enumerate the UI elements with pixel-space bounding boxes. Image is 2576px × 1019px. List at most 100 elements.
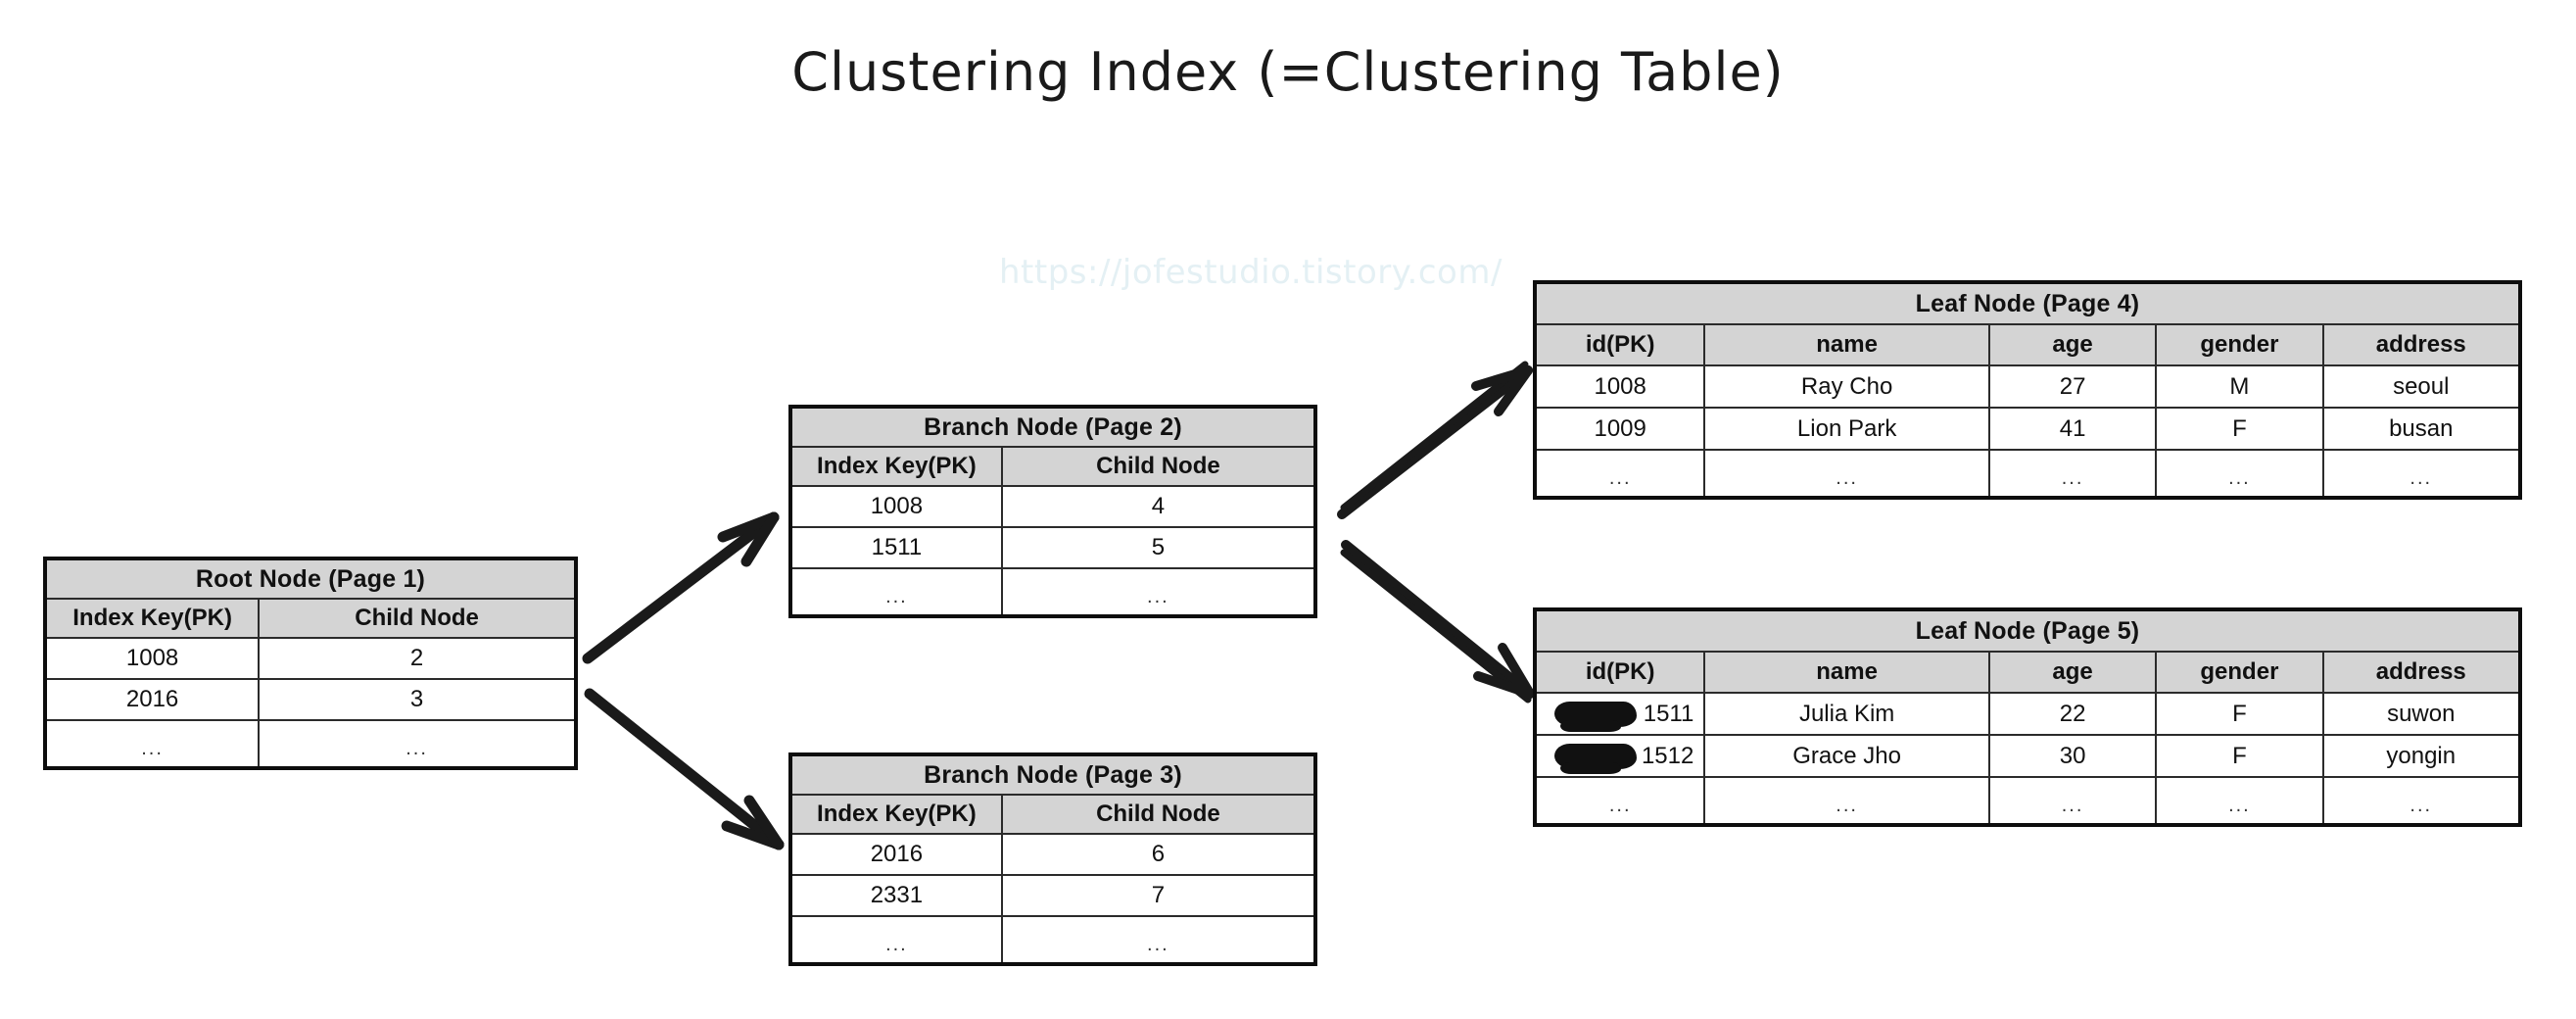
table-row: 1511 5 <box>792 528 1313 569</box>
branch-node-3-header-row: Index Key(PK) Child Node <box>792 796 1313 835</box>
leaf-node-5-table: Leaf Node (Page 5) id(PK) name age gende… <box>1533 607 2522 827</box>
branch-node-2-table: Branch Node (Page 2) Index Key(PK) Child… <box>788 405 1317 618</box>
column-header-address: address <box>2321 653 2518 692</box>
leaf-node-4-header-row: id(PK) name age gender address <box>1537 325 2518 366</box>
branch-node-2-header-row: Index Key(PK) Child Node <box>792 448 1313 487</box>
leaf-node-5-title: Leaf Node (Page 5) <box>1537 611 2518 653</box>
cell-child-node: 6 <box>1000 835 1313 874</box>
column-header-child-node: Child Node <box>1000 796 1313 833</box>
column-header-id: id(PK) <box>1585 658 1655 685</box>
cell-index-key: 1008 <box>125 645 179 671</box>
branch-node-3-table: Branch Node (Page 3) Index Key(PK) Child… <box>788 752 1317 966</box>
table-row: 2331 7 <box>792 876 1313 917</box>
table-row-ellipsis: ... ... <box>47 721 574 766</box>
leaf-node-4-title: Leaf Node (Page 4) <box>1537 284 2518 325</box>
cell-name-ellipsis: ... <box>1703 451 1988 496</box>
cell-gender-ellipsis: ... <box>2155 778 2321 823</box>
arrow-branch2-to-leaf4 <box>1337 361 1533 519</box>
redaction-blob-icon <box>1554 743 1637 774</box>
table-row: 2016 6 <box>792 835 1313 876</box>
cell-index-key: 1008 <box>870 493 924 519</box>
arrow-branch2-to-leaf5 <box>1340 540 1535 704</box>
branch-node-2-title: Branch Node (Page 2) <box>792 409 1313 448</box>
table-row: 1512 Grace Jho 30 F yongin <box>1537 736 2518 778</box>
cell-index-key-ellipsis: ... <box>141 738 164 759</box>
cell-index-key: 2016 <box>125 686 179 712</box>
table-row: 1009 Lion Park 41 F busan <box>1537 409 2518 451</box>
cell-id: 1009 <box>1594 414 1646 442</box>
cell-age: 30 <box>1987 736 2155 776</box>
leaf-node-4-table: Leaf Node (Page 4) id(PK) name age gende… <box>1533 280 2522 500</box>
table-row-ellipsis: ... ... <box>792 917 1313 962</box>
cell-address-ellipsis: ... <box>2321 451 2518 496</box>
cell-child-node: 5 <box>1000 528 1313 567</box>
cell-name: Ray Cho <box>1703 366 1988 407</box>
cell-index-key-ellipsis: ... <box>885 934 908 955</box>
cell-address-ellipsis: ... <box>2321 778 2518 823</box>
column-header-index-key: Index Key(PK) <box>817 453 977 479</box>
cell-address: seoul <box>2321 366 2518 407</box>
cell-child-node: 4 <box>1000 487 1313 526</box>
cell-gender-ellipsis: ... <box>2155 451 2321 496</box>
branch-node-3-title: Branch Node (Page 3) <box>792 756 1313 796</box>
redaction-blob-icon <box>1554 701 1637 732</box>
table-row-ellipsis: ... ... <box>792 569 1313 614</box>
cell-child-node-ellipsis: ... <box>1000 917 1313 962</box>
cell-id-visible-value: 1512 <box>1641 742 1694 769</box>
table-row: 1008 Ray Cho 27 M seoul <box>1537 366 2518 409</box>
cell-gender: F <box>2155 409 2321 449</box>
column-header-address: address <box>2321 325 2518 364</box>
cell-name: Julia Kim <box>1703 694 1988 734</box>
cell-age: 41 <box>1987 409 2155 449</box>
table-row: 1511 Julia Kim 22 F suwon <box>1537 694 2518 736</box>
cell-index-key: 1511 <box>871 534 923 560</box>
table-row: 1008 4 <box>792 487 1313 528</box>
cell-age-ellipsis: ... <box>1987 778 2155 823</box>
table-row: 1008 2 <box>47 639 574 680</box>
cell-id-redacted: 1511 <box>1537 694 1703 734</box>
column-header-index-key: Index Key(PK) <box>817 801 977 827</box>
cell-age: 27 <box>1987 366 2155 407</box>
cell-child-node-ellipsis: ... <box>1000 569 1313 614</box>
table-row-ellipsis: ... ... ... ... ... <box>1537 451 2518 496</box>
cell-child-node: 3 <box>258 680 574 719</box>
cell-child-node-ellipsis: ... <box>258 721 574 766</box>
column-header-name: name <box>1703 653 1988 692</box>
cell-index-key: 2016 <box>870 841 924 867</box>
page-title: Clustering Index (=Clustering Table) <box>791 41 1785 103</box>
table-row-ellipsis: ... ... ... ... ... <box>1537 778 2518 823</box>
cell-name: Lion Park <box>1703 409 1988 449</box>
cell-id-visible-value: 1511 <box>1643 700 1694 727</box>
cell-gender: F <box>2155 694 2321 734</box>
cell-child-node: 2 <box>258 639 574 678</box>
leaf-node-5-header-row: id(PK) name age gender address <box>1537 653 2518 694</box>
table-row: 2016 3 <box>47 680 574 721</box>
cell-id: 1008 <box>1594 372 1646 400</box>
column-header-gender: gender <box>2155 325 2321 364</box>
column-header-gender: gender <box>2155 653 2321 692</box>
cell-gender: M <box>2155 366 2321 407</box>
root-node-title: Root Node (Page 1) <box>47 560 574 600</box>
cell-address: busan <box>2321 409 2518 449</box>
column-header-child-node: Child Node <box>258 600 574 637</box>
cell-address: suwon <box>2321 694 2518 734</box>
cell-name: Grace Jho <box>1703 736 1988 776</box>
cell-child-node: 7 <box>1000 876 1313 915</box>
cell-gender: F <box>2155 736 2321 776</box>
root-node-table: Root Node (Page 1) Index Key(PK) Child N… <box>43 557 578 770</box>
column-header-age: age <box>1987 325 2155 364</box>
cell-age: 22 <box>1987 694 2155 734</box>
cell-age-ellipsis: ... <box>1987 451 2155 496</box>
cell-index-key-ellipsis: ... <box>885 586 908 607</box>
cell-id-redacted: 1512 <box>1537 736 1703 776</box>
column-header-age: age <box>1987 653 2155 692</box>
cell-name-ellipsis: ... <box>1703 778 1988 823</box>
column-header-index-key: Index Key(PK) <box>72 605 232 631</box>
watermark-url: https://jofestudio.tistory.com/ <box>999 253 1503 292</box>
root-node-header-row: Index Key(PK) Child Node <box>47 600 574 639</box>
cell-index-key: 2331 <box>870 882 924 908</box>
cell-id-ellipsis: ... <box>1608 795 1632 816</box>
cell-id-ellipsis: ... <box>1608 467 1632 489</box>
column-header-name: name <box>1703 325 1988 364</box>
